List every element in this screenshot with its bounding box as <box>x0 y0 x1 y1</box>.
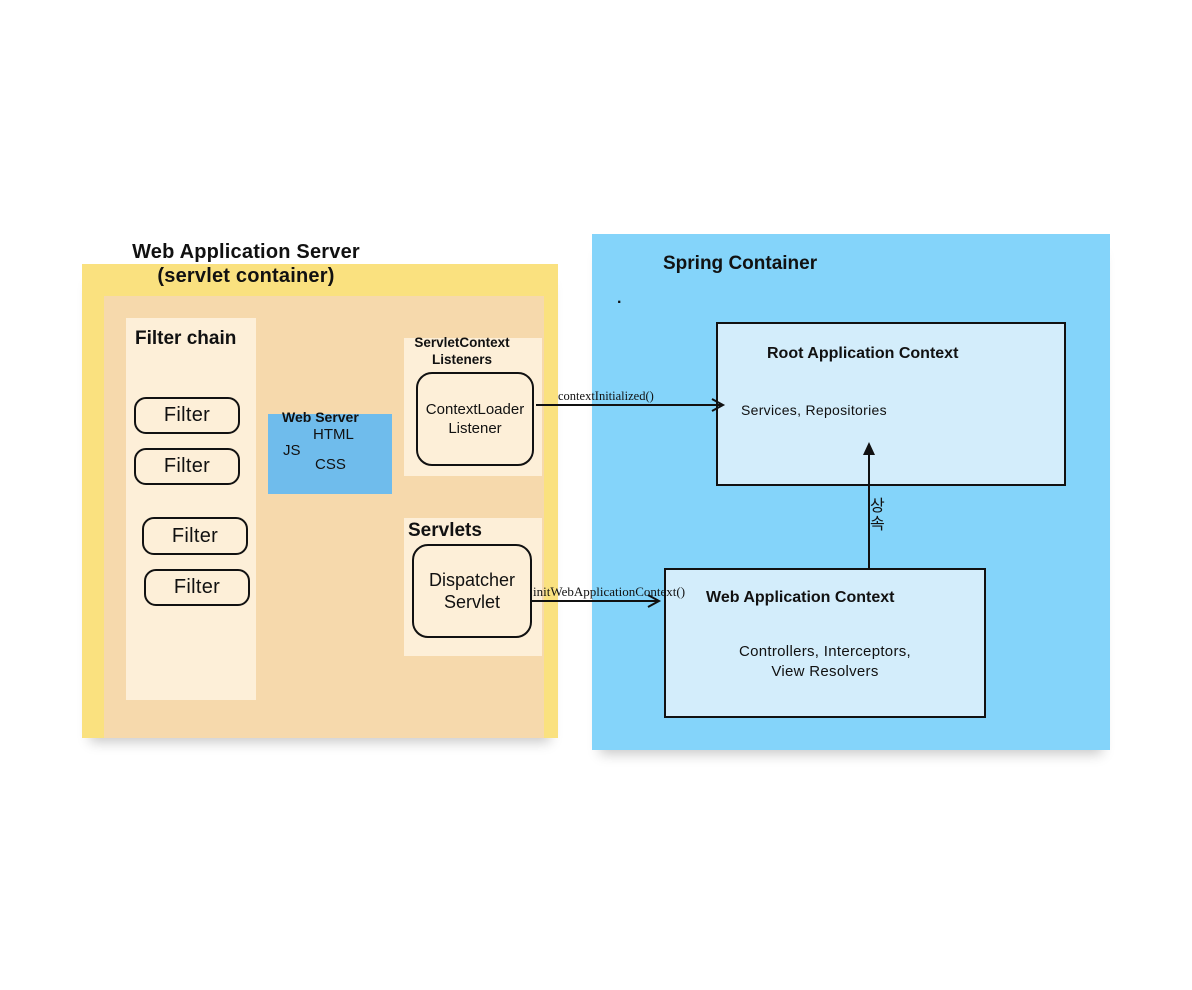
web-application-context-body-line1: Controllers, Interceptors, <box>738 643 912 660</box>
web-application-context-body: Controllers, Interceptors, View Resolver… <box>706 642 944 682</box>
filter-node: Filter <box>134 397 240 434</box>
dispatcher-servlet-line1: Dispatcher <box>428 570 516 590</box>
listeners-title-line2: Listeners <box>431 352 493 367</box>
listeners-title: ServletContext Listeners <box>404 334 520 368</box>
listeners-title-line1: ServletContext <box>414 335 510 350</box>
root-application-context-title: Root Application Context <box>767 345 959 362</box>
context-loader-listener-node: ContextLoader Listener <box>416 372 534 466</box>
inheritance-arrow <box>863 442 875 568</box>
context-initialized-label: contextInitialized() <box>558 389 654 403</box>
web-server-html: HTML <box>313 426 354 443</box>
was-title-line2: (servlet container) <box>157 265 335 287</box>
context-loader-listener-line1: ContextLoader <box>425 401 525 418</box>
servlets-title: Servlets <box>408 520 482 541</box>
context-initialized-arrow <box>536 398 726 412</box>
inheritance-label: 상속 <box>870 496 885 533</box>
init-web-app-context-label: initWebApplicationContext() <box>533 584 686 599</box>
was-title-line1: Web Application Server <box>132 241 360 263</box>
filter-node: Filter <box>142 517 248 555</box>
web-application-context-title: Web Application Context <box>706 589 895 606</box>
dispatcher-servlet-node: Dispatcher Servlet <box>412 544 532 638</box>
web-application-context-body-line2: View Resolvers <box>771 663 879 680</box>
init-web-app-context-arrow <box>532 594 662 608</box>
filter-chain-panel <box>126 318 256 700</box>
root-application-context-body: Services, Repositories <box>741 402 887 418</box>
web-server-title: Web Server <box>282 409 359 425</box>
web-server-css: CSS <box>315 456 346 473</box>
spring-container-title: Spring Container <box>663 253 818 274</box>
context-loader-listener-line2: Listener <box>448 420 502 437</box>
dispatcher-servlet-line2: Servlet <box>443 592 501 612</box>
was-title: Web Application Server (servlet containe… <box>82 240 410 288</box>
filter-node: Filter <box>134 448 240 485</box>
stray-dot: . <box>617 290 622 307</box>
filter-node: Filter <box>144 569 250 606</box>
web-application-context-box <box>664 568 986 718</box>
root-application-context-box <box>716 322 1066 486</box>
web-server-box <box>268 414 392 494</box>
web-server-js: JS <box>283 442 301 459</box>
filter-chain-title: Filter chain <box>135 328 237 349</box>
